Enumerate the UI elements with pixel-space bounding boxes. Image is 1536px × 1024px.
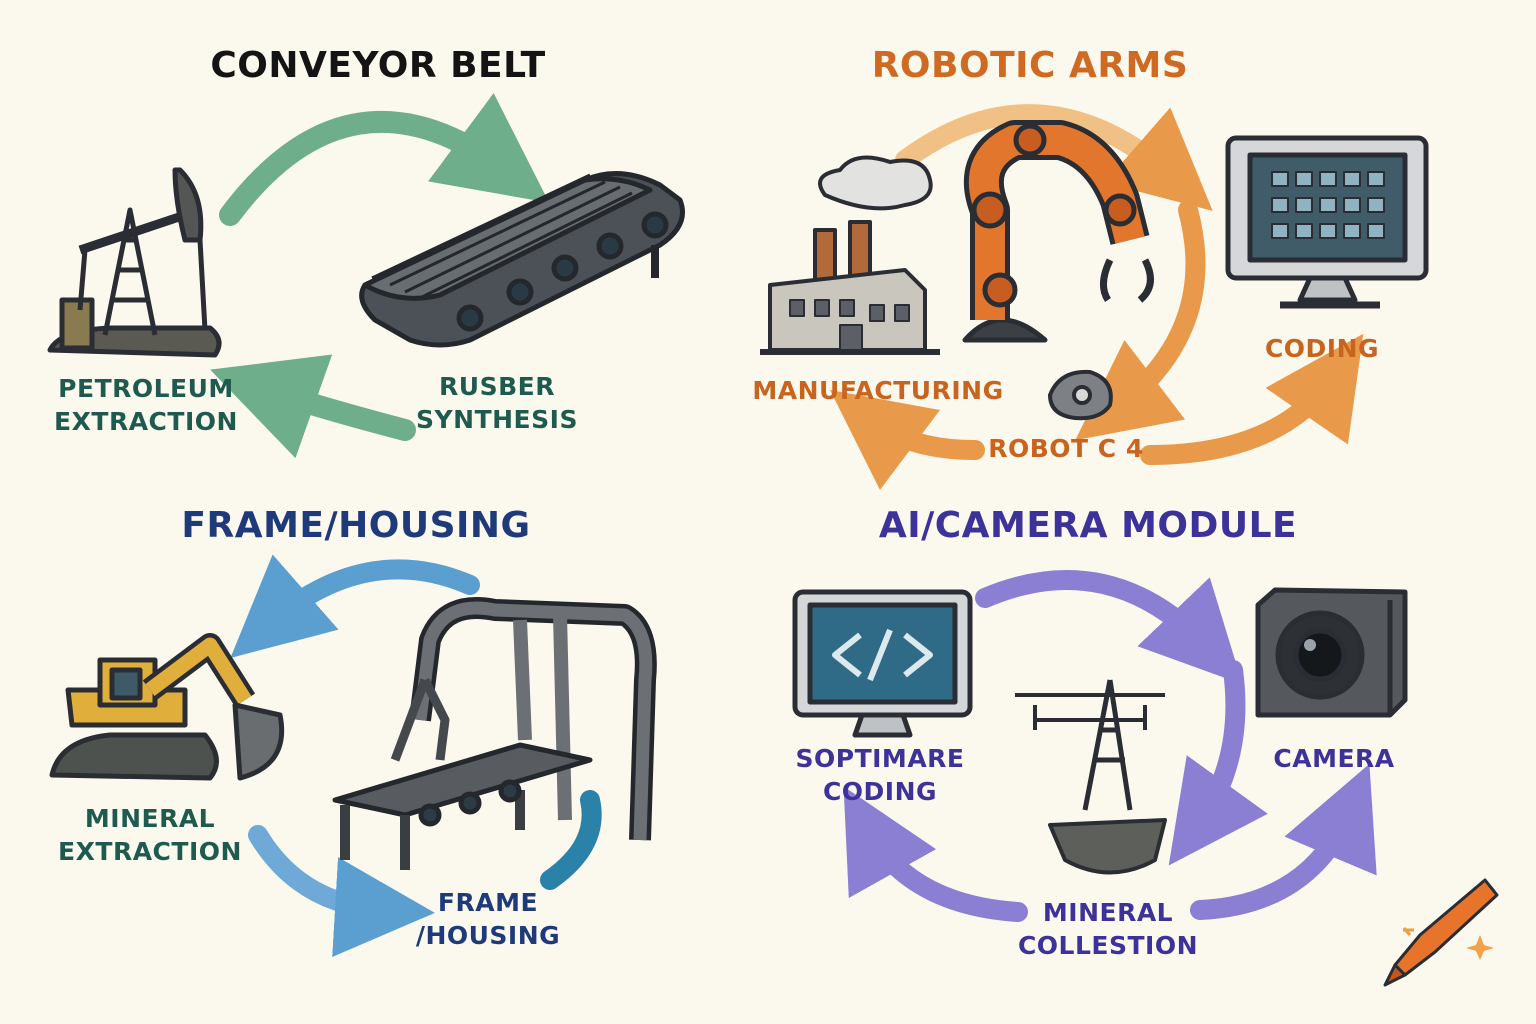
- robot-arm-icon: [962, 120, 1154, 343]
- ai-title: AI/CAMERA MODULE: [878, 505, 1298, 546]
- arrow-down-to-tower: [1168, 660, 1268, 866]
- frame-cycle-arrows: [230, 554, 602, 957]
- arrow-to-camera: [975, 570, 1243, 685]
- camera-icon: [1255, 587, 1408, 718]
- ai-cycle-arrows: [843, 570, 1377, 922]
- arrow-to-petroleum: [210, 354, 416, 459]
- arrow-to-excavator: [230, 554, 480, 658]
- conveyor-cycle-arrows: [210, 93, 550, 459]
- crayon-icon: [1383, 878, 1499, 987]
- conveyor-belt-icon: [359, 171, 685, 348]
- monitor-keypad-icon: [1225, 135, 1429, 309]
- code-monitor-icon: [792, 589, 973, 738]
- arrow-to-software: [843, 786, 1028, 922]
- robotic-cycle-arrows: [829, 104, 1364, 490]
- arrow-to-coding-top: [895, 104, 1213, 211]
- gear-part-icon: [1047, 369, 1113, 421]
- excavator-icon: [49, 633, 285, 781]
- arrow-to-camera-bottom: [1190, 763, 1377, 920]
- arrow-to-frame: [248, 825, 435, 957]
- manufacturing-label: MANUFACTURING: [752, 376, 1004, 405]
- arrow-to-rubber: [219, 93, 550, 226]
- frame-housing-icon: [332, 597, 657, 870]
- frame-housing-label: FRAME/HOUSING: [415, 888, 561, 950]
- conveyor-title: CONVEYOR BELT: [210, 45, 546, 86]
- arrow-down-right: [1075, 200, 1206, 441]
- arrow-to-manufacturing: [829, 390, 985, 490]
- robotic-title: ROBOTIC ARMS: [871, 45, 1189, 86]
- robotic-label: ROBOT C 4: [988, 434, 1144, 463]
- pumpjack-icon: [47, 167, 222, 358]
- arrow-to-coding-bottom: [1140, 333, 1364, 465]
- coding-label: CODING: [1264, 334, 1380, 363]
- frame-title: FRAME/HOUSING: [181, 505, 531, 546]
- factory-icon: [760, 155, 940, 355]
- transmission-tower-icon: [1015, 679, 1167, 875]
- arrow-frame-loop: [540, 790, 602, 890]
- camera-label: CAMERA: [1273, 744, 1395, 773]
